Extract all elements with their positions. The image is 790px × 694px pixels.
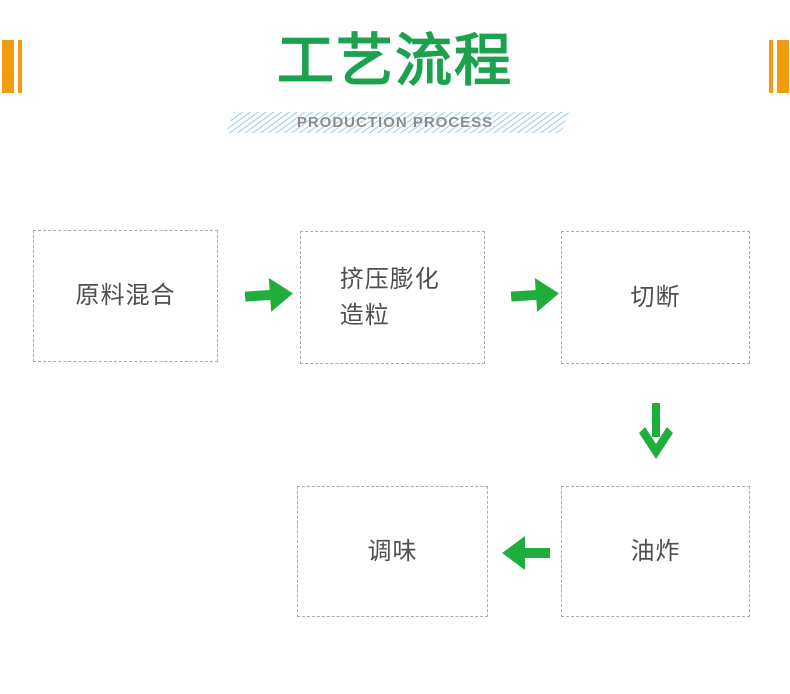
- arrow-right-icon: [244, 275, 294, 314]
- left-accent-bar-thin: [18, 40, 22, 93]
- step-box-frying: 油炸: [561, 486, 750, 617]
- step-label: 切断: [630, 283, 681, 311]
- arrow-right-icon: [510, 275, 560, 314]
- step-label: 原料混合: [75, 282, 176, 309]
- right-accent-bar-thick: [777, 40, 789, 93]
- arrow-left-icon: [502, 535, 550, 571]
- page-title: 工艺流程: [277, 29, 513, 93]
- step-label: 调味: [367, 537, 418, 565]
- step-box-seasoning: 调味: [297, 486, 488, 617]
- step-box-extrusion-puffing-granulation: 挤压膨化造粒: [300, 231, 485, 364]
- step-box-cutting: 切断: [561, 231, 750, 364]
- step-box-raw-material-mixing: 原料混合: [33, 230, 218, 362]
- arrow-down-icon: [639, 403, 673, 459]
- step-label: 油炸: [630, 537, 681, 565]
- page-subtitle: PRODUCTION PROCESS: [296, 114, 494, 131]
- step-label: 挤压膨化造粒: [339, 265, 440, 329]
- right-accent-bar-thin: [769, 40, 773, 93]
- left-accent-bar-thick: [2, 40, 14, 93]
